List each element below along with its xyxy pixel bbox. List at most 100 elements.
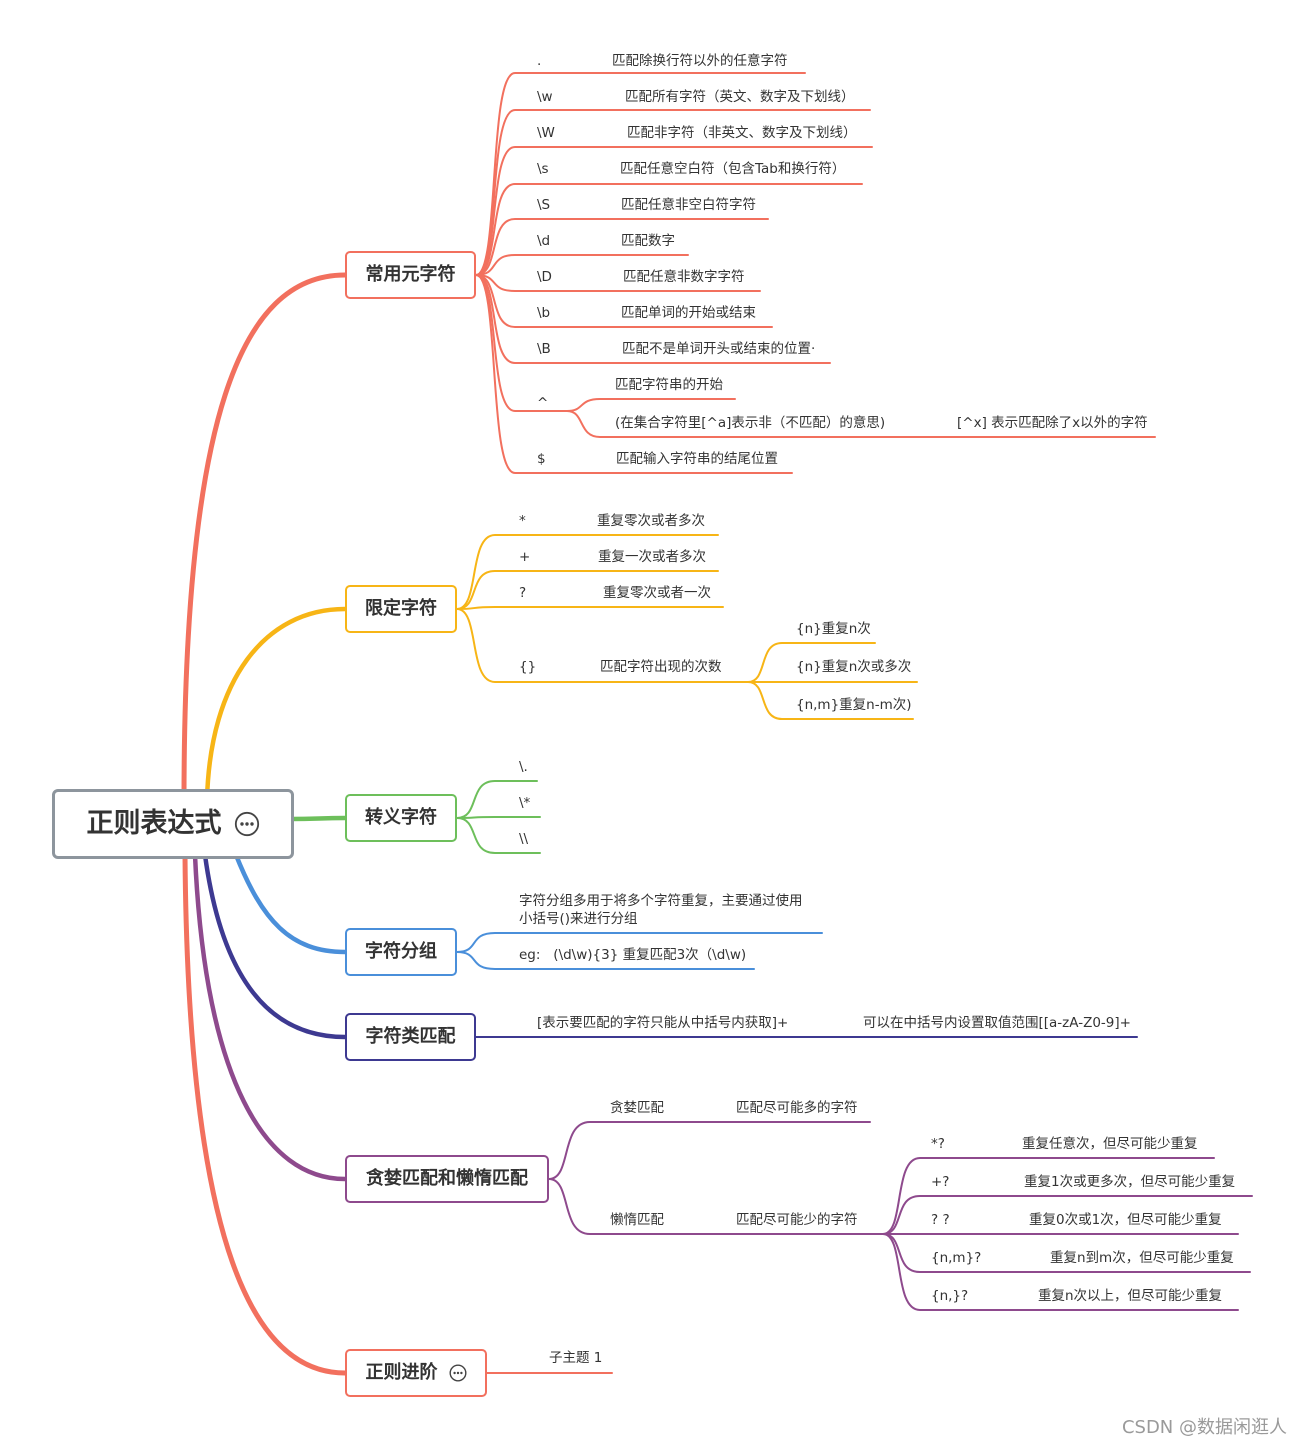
grouping-note-line: 字符分组多用于将多个字符重复，主要通过使用 [519, 893, 803, 909]
branch-title: 常用元字符 [365, 264, 456, 285]
quantifier-description: 重复一次或者多次 [598, 549, 706, 565]
main-connector [181, 272, 348, 803]
metachar-description: 匹配所有字符（英文、数字及下划线） [625, 89, 855, 105]
metachar-description: 匹配单词的开始或结束 [621, 305, 756, 321]
branch-quantifiers[interactable]: 限定字符 [345, 585, 457, 633]
metachar-note: [^x] 表示匹配除了x以外的字符 [957, 415, 1148, 431]
branch-advanced[interactable]: 正则进阶 [345, 1349, 487, 1397]
connector [456, 608, 749, 683]
main-connector [233, 852, 348, 955]
metachar-description: 匹配不是单词开头或结束的位置· [622, 341, 816, 357]
connector [456, 780, 538, 819]
metachar-description: (在集合字符里[^a]表示非（不匹配）的意思) [615, 415, 886, 431]
metachar-symbol: \W [537, 125, 555, 141]
metachar-symbol: \w [537, 89, 553, 105]
metachar-description: 匹配字符串的开始 [615, 377, 723, 393]
grouping-example: eg: (\d\w){3} 重复匹配3次（\d\w) [519, 947, 747, 963]
connector [566, 410, 1156, 438]
connector [548, 1178, 884, 1235]
root-topic[interactable]: 正则表达式 [52, 789, 294, 859]
connector [747, 642, 876, 683]
ellipsis-circle-icon[interactable] [448, 1364, 467, 1382]
match-mode-label: 贪婪匹配 [610, 1100, 664, 1116]
grouping-note-line: 小括号()来进行分组 [519, 911, 638, 927]
branch-greedy-lazy[interactable]: 贪婪匹配和懒惰匹配 [345, 1155, 549, 1203]
quantifier-symbol: * [519, 513, 526, 529]
connector [566, 398, 736, 412]
metachar-description: 匹配任意空白符（包含Tab和换行符） [620, 161, 846, 177]
main-connector [204, 606, 348, 803]
metachar-description: 匹配输入字符串的结尾位置 [616, 451, 778, 467]
connector [475, 183, 863, 276]
metachar-symbol: . [537, 53, 542, 69]
root-topic-title: 正则表达式 [86, 808, 222, 839]
connector [548, 1121, 871, 1180]
branch-title: 正则进阶 [365, 1362, 438, 1383]
metachar-symbol: \s [537, 161, 549, 177]
quantifier-symbol: ? [519, 585, 527, 601]
connector [475, 274, 793, 474]
connector [456, 570, 719, 610]
metachar-symbol: \d [537, 233, 551, 249]
main-connector [192, 852, 348, 1182]
branch-connectors-metacharacters [181, 72, 1156, 803]
lazy-quantifier-description: 重复n次以上，但尽可能少重复 [1038, 1288, 1223, 1304]
lazy-quantifier-description: 重复n到m次，但尽可能少重复 [1050, 1250, 1234, 1266]
branch-connectors-grouping [233, 852, 823, 970]
main-connector [182, 852, 348, 1376]
quantifier-count-option: {n}重复n次 [796, 621, 871, 637]
branch-metacharacters[interactable]: 常用元字符 [345, 251, 476, 299]
branch-connectors-char-class [202, 852, 1138, 1040]
branch-connectors-quantifiers [204, 534, 918, 803]
quantifier-count-option: {n}重复n次或多次 [796, 659, 912, 675]
lazy-quantifier-symbol: +? [931, 1174, 950, 1190]
main-connector [202, 852, 348, 1040]
metachar-description: 匹配任意非空白符字符 [621, 197, 756, 213]
lazy-quantifier-symbol: *? [931, 1136, 945, 1152]
connector [475, 146, 873, 276]
ellipsis-circle-icon[interactable] [234, 811, 260, 837]
branch-connectors-greedy-lazy [192, 852, 1253, 1311]
char-class-range-note: 可以在中括号内设置取值范围[[a-zA-Z0-9]+ [863, 1015, 1131, 1031]
metachar-symbol: \B [537, 341, 551, 357]
char-class-note: [表示要匹配的字符只能从中括号内获取]+ [537, 1015, 789, 1031]
connector [456, 816, 541, 819]
escape-char: \. [519, 759, 528, 775]
watermark: CSDN @数据闲逛人 [1121, 1417, 1287, 1438]
quantifier-symbol: + [519, 549, 531, 565]
connector [882, 1233, 1239, 1311]
lazy-quantifier-symbol: ? ? [931, 1212, 950, 1228]
branch-title: 限定字符 [365, 598, 437, 619]
metachar-description: 匹配数字 [621, 233, 675, 249]
lazy-quantifier-symbol: {n,}? [931, 1288, 969, 1304]
lazy-quantifier-description: 重复1次或更多次，但尽可能少重复 [1024, 1174, 1236, 1190]
lazy-quantifier-description: 重复任意次，但尽可能少重复 [1022, 1136, 1198, 1152]
branch-title: 转义字符 [365, 807, 437, 828]
branch-grouping[interactable]: 字符分组 [345, 928, 457, 976]
match-mode-description: 匹配尽可能少的字符 [736, 1212, 858, 1228]
main-connector [287, 815, 348, 822]
connector [882, 1195, 1253, 1235]
connector [456, 951, 755, 970]
branch-char-class[interactable]: 字符类匹配 [345, 1013, 476, 1061]
connector [475, 274, 761, 292]
connector [475, 274, 568, 412]
branch-title: 字符分组 [365, 941, 437, 962]
match-mode-description: 匹配尽可能多的字符 [736, 1100, 858, 1116]
quantifier-symbol: {} [519, 659, 537, 675]
connector [475, 218, 769, 276]
connector [747, 681, 914, 720]
metachar-symbol: ^ [537, 395, 549, 411]
quantifier-description: 重复零次或者一次 [603, 585, 711, 601]
branch-title: 字符类匹配 [365, 1026, 456, 1047]
connector [882, 1157, 1215, 1235]
connector [456, 817, 541, 854]
metachar-symbol: \S [537, 197, 551, 213]
connector [456, 932, 823, 953]
connector [456, 606, 724, 610]
subtopic-label: 子主题 1 [549, 1350, 603, 1366]
branch-escape-characters[interactable]: 转义字符 [345, 794, 457, 842]
metachar-symbol: \b [537, 305, 551, 321]
